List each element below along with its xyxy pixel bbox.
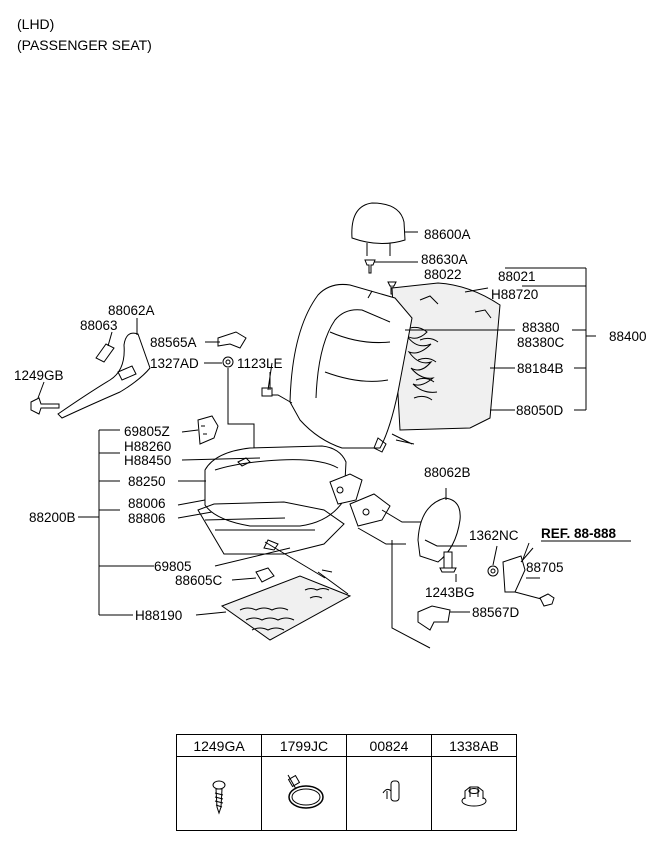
screw-icon — [212, 780, 226, 815]
label-88380C: 88380C — [517, 335, 565, 350]
label-H88450: H88450 — [124, 453, 171, 468]
label-69805: 69805 — [154, 559, 192, 574]
belt-buckle-drawing — [487, 542, 555, 607]
cable-tie-icon — [287, 774, 324, 809]
label-88050D: 88050D — [516, 403, 564, 418]
fastener-table: 1249GA 1799JC 00824 1338AB — [176, 734, 517, 831]
label-88605C: 88605C — [175, 573, 223, 588]
leader-lines — [37, 267, 596, 616]
header-passenger-seat: (PASSENGER SEAT) — [17, 37, 152, 53]
label-88063: 88063 — [80, 318, 118, 333]
fastener-picture — [431, 756, 517, 831]
label-H88720: H88720 — [491, 287, 538, 302]
header-lhd: (LHD) — [17, 16, 55, 32]
part-labels: 88600A 88630A 88022 88021 H88720 88380 8… — [14, 227, 647, 623]
fastener-code-row: 1249GA 1799JC 00824 1338AB — [176, 734, 517, 757]
label-88250: 88250 — [128, 474, 166, 489]
label-88200B: 88200B — [29, 510, 76, 525]
fastener-code: 1799JC — [261, 734, 347, 757]
fastener-code: 1249GA — [176, 734, 262, 757]
label-88006: 88006 — [128, 496, 166, 511]
label-88380: 88380 — [522, 320, 560, 335]
label-1123LE: 1123LE — [237, 356, 283, 371]
headrest-drawing — [351, 202, 418, 295]
label-88630A: 88630A — [421, 252, 468, 267]
label-88184B: 88184B — [517, 361, 564, 376]
bracket-drawing — [255, 567, 451, 631]
label-88806: 88806 — [128, 511, 166, 526]
seat-back-drawing — [261, 282, 501, 453]
fastener-picture — [176, 756, 262, 831]
label-H88190: H88190 — [135, 608, 182, 623]
fastener-code: 00824 — [346, 734, 432, 757]
fastener-picture-row — [176, 756, 517, 831]
seat-cushion-drawing — [197, 415, 431, 649]
label-88705: 88705 — [526, 560, 564, 575]
label-69805Z: 69805Z — [124, 424, 170, 439]
label-88565A: 88565A — [150, 335, 197, 350]
label-88021: 88021 — [498, 269, 536, 284]
fastener-picture — [261, 756, 347, 831]
label-88062A: 88062A — [108, 303, 155, 318]
recliner-cover-drawing — [417, 497, 467, 573]
label-H88260: H88260 — [124, 439, 171, 454]
label-1249GB: 1249GB — [14, 368, 64, 383]
label-88062B: 88062B — [424, 465, 471, 480]
fastener-code: 1338AB — [431, 734, 517, 757]
side-cover-drawing — [30, 331, 255, 462]
heater-mat-drawing — [220, 569, 352, 641]
label-88567D: 88567D — [472, 605, 520, 620]
label-1362NC: 1362NC — [469, 528, 519, 543]
label-88400: 88400 — [609, 329, 647, 344]
label-ref-88-888: REF. 88-888 — [541, 526, 617, 541]
fastener-picture — [346, 756, 432, 831]
label-1327AD: 1327AD — [150, 356, 199, 371]
pin-icon — [382, 780, 400, 802]
label-88600A: 88600A — [424, 227, 471, 242]
label-88022: 88022 — [424, 267, 462, 282]
nut-icon — [461, 786, 487, 807]
label-1243BG: 1243BG — [425, 585, 475, 600]
